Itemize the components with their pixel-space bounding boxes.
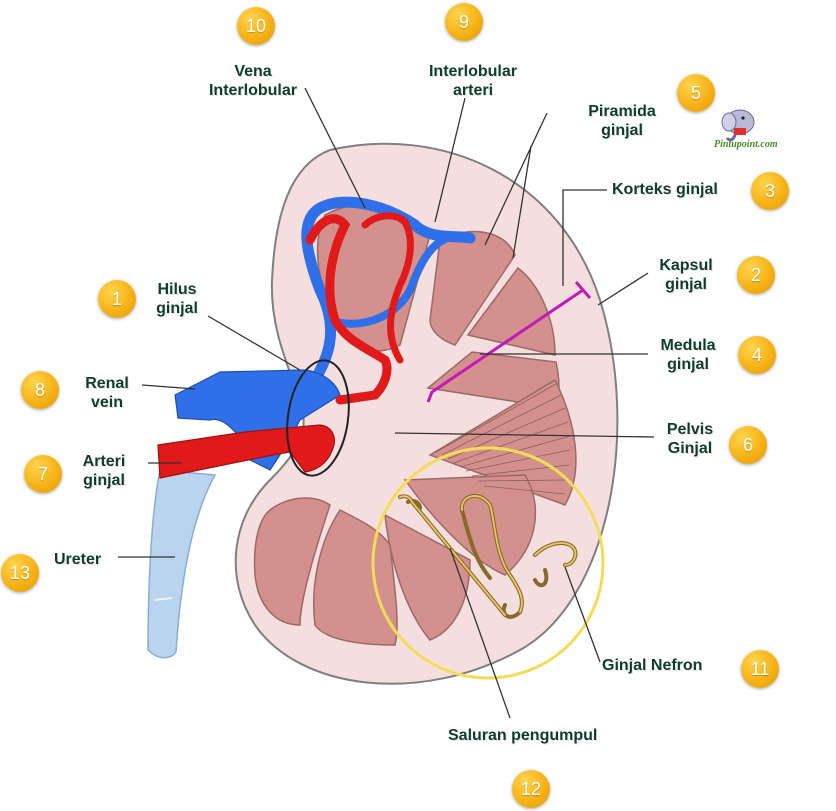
label-hilus-ginjal: Hilus ginjal: [156, 281, 198, 317]
badge-korteks: 3: [751, 172, 789, 210]
renal-vein-branches: [299, 196, 476, 401]
label-renal-vein: Renal vein: [85, 375, 129, 411]
badge-interlobular-arteri: 9: [445, 3, 483, 41]
label-saluran-pengumpul: Saluran pengumpul: [448, 727, 598, 744]
artery-upper-branch: [361, 212, 414, 364]
badge-vena: 10: [237, 7, 275, 45]
pyramid-3: [466, 266, 556, 356]
vein-upper-branch: [326, 232, 459, 328]
label-korteks-ginjal: Korteks ginjal: [612, 181, 718, 198]
label-ginjal-nefron: Ginjal Nefron: [602, 657, 703, 674]
renal-artery-trunk: [157, 424, 335, 479]
badge-arteri: 7: [24, 455, 62, 493]
leader-lines: [118, 87, 655, 719]
badge-renal-vein: 8: [21, 371, 59, 409]
label-medula-ginjal: Medula ginjal: [660, 337, 716, 373]
nephron-tubules-inner: [399, 495, 577, 616]
badge-medula: 4: [738, 336, 776, 374]
label-vena-interlobular: Vena Interlobular: [208, 63, 297, 99]
elephant-mascot-icon: [721, 109, 755, 142]
cortex-bracket: [426, 288, 584, 403]
ureter-mark: [154, 597, 173, 601]
pyramid-2: [429, 230, 516, 346]
badge-pelvis: 6: [729, 426, 767, 464]
badge-saluran: 12: [512, 770, 550, 808]
renal-artery-branches: [305, 214, 392, 405]
cortex-bracket-end: [574, 281, 592, 299]
label-kapsul-ginjal: Kapsul ginjal: [659, 257, 713, 293]
site-logo-text: Pintupoint.com: [714, 139, 778, 150]
badge-ureter: 13: [1, 554, 39, 592]
ureter-tube: [147, 469, 217, 659]
label-ureter: Ureter: [54, 551, 102, 568]
renal-pyramids: [253, 203, 577, 646]
badge-hilus: 1: [98, 280, 136, 318]
hilus-outline: [286, 359, 350, 477]
label-pelvis-ginjal: Pelvis Ginjal: [666, 421, 714, 457]
badge-nefron: 11: [741, 650, 779, 688]
pyramid-9: [253, 497, 331, 626]
pyramid-5: [428, 378, 577, 506]
nephron-circle: [371, 446, 605, 680]
badge-kapsul: 2: [737, 256, 775, 294]
label-piramida-ginjal: Piramida ginjal: [588, 103, 656, 139]
pyramid-8: [312, 509, 398, 646]
pyramid-7: [384, 513, 471, 641]
label-arteri-ginjal: Arteri ginjal: [82, 453, 126, 489]
badge-piramida: 5: [677, 74, 715, 112]
pyramid-6: [403, 474, 537, 576]
label-interlobular-arteri: Interlobular arteri: [428, 63, 517, 99]
